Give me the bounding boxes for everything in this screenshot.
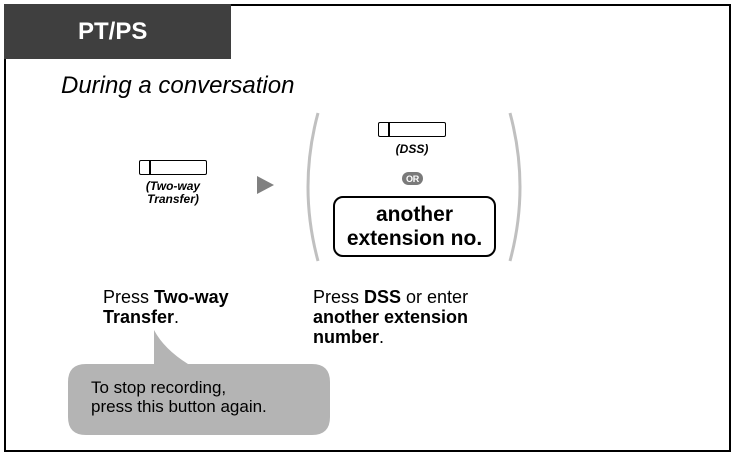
note-line2: press this button again. [91,397,267,416]
step1-instruction-suffix: . [174,307,180,327]
options-parentheses-icon [306,112,522,262]
note-speech-bubble-icon [68,330,330,435]
two-way-transfer-key-icon [139,160,207,175]
dss-caption: (DSS) [395,142,429,156]
two-way-transfer-caption-line2: Transfer) [147,192,199,206]
step1-instruction: Press Two-way Transfer. [103,287,273,327]
step2-instruction-prefix: Press [313,287,365,307]
step2-instruction-suffix: . [379,327,385,347]
step2-instruction-bold-dss: DSS [364,287,402,307]
step2-instruction-middle: or enter [401,287,469,307]
step1-instruction-prefix: Press [103,287,155,307]
another-extension-box: another extension no. [333,196,496,257]
note-text: To stop recording, press this button aga… [91,378,267,416]
step1-instruction-bold: Two-way Transfer [103,287,229,327]
ext-box-line2: extension no. [346,226,483,250]
device-tab-label: PT/PS [78,17,148,45]
note-line1: To stop recording, [91,378,227,397]
dss-key-icon [378,122,446,137]
step2-instruction-bold-ext: another extension number [313,307,469,347]
two-way-transfer-caption: (Two-way Transfer) [130,180,216,206]
next-step-arrow-icon [257,176,274,194]
ext-box-line1: another [375,202,453,226]
or-label: OR [406,173,419,184]
page-frame [4,4,731,452]
or-badge: OR [402,172,423,185]
two-way-transfer-caption-line1: (Two-way [145,179,201,193]
step2-instruction: Press DSS or enter another extension num… [313,287,513,347]
page-subtitle: During a conversation [61,72,295,99]
device-tab: PT/PS [4,4,231,59]
